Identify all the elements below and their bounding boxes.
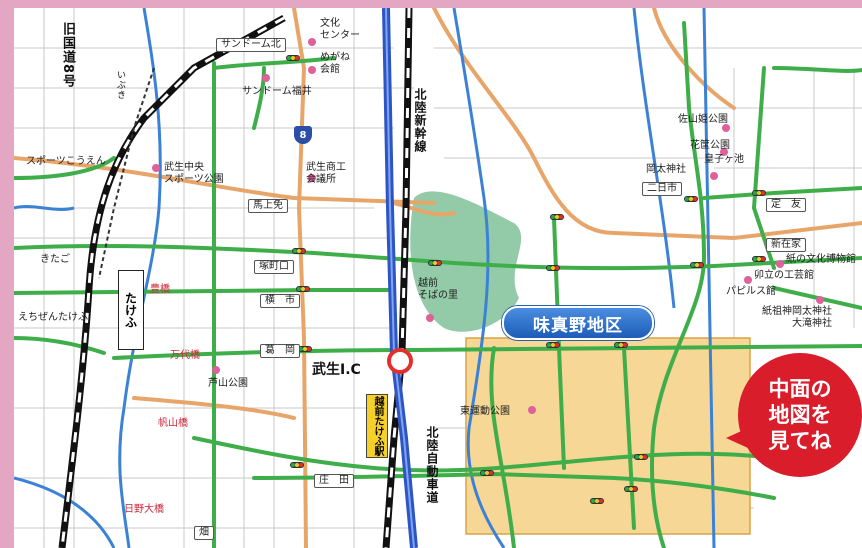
label-okamoto-jinja: 岡太神社 <box>646 164 686 175</box>
old-route8-label: 旧国道8号 <box>60 22 75 89</box>
label-kagami-park: 花筐公園 <box>690 140 730 151</box>
label-takefu-shoko: 武生商工 会議所 <box>306 162 346 185</box>
label-sobanosato: 越前 そばの里 <box>418 278 458 301</box>
local-line-label: いぶき <box>115 70 125 100</box>
label-sabahime-park: 佐山姫公園 <box>678 114 728 125</box>
label-sundome-kita: サンドーム北 <box>216 38 286 52</box>
signal <box>290 462 304 468</box>
signal <box>684 196 698 202</box>
label-echizen-takefu: えちぜんたけふ <box>18 312 88 323</box>
signal <box>546 342 560 348</box>
poi-dot <box>722 124 730 132</box>
poi-dot <box>152 164 160 172</box>
area-map: 8 旧国道8号 いぶき 北陸新幹線 北陸自動車道 サンドーム北 二日市 定 友 … <box>14 8 862 548</box>
label-higashi-undo: 東運動公園 <box>460 406 510 417</box>
signal <box>624 486 638 492</box>
label-shoda: 庄 田 <box>314 474 354 488</box>
label-kaminosato-jinja: 紙祖神岡太神社 大滝神社 <box>762 306 832 329</box>
signal <box>286 55 300 61</box>
label-yokoichi: 横 市 <box>260 294 300 308</box>
poi-dot <box>308 174 316 182</box>
label-teitomo: 定 友 <box>766 198 806 212</box>
ic-label: 武生I.C <box>312 362 361 378</box>
poi-dot <box>528 406 536 414</box>
poi-dot <box>816 296 824 304</box>
echizen-takefu-station-label: 越前たけふ駅 <box>366 394 388 458</box>
poi-dot <box>710 172 718 180</box>
poi-dot <box>212 366 220 374</box>
signal <box>292 248 306 254</box>
ajimano-district-area <box>465 337 751 535</box>
expressway-label: 北陸自動車道 <box>425 426 439 504</box>
label-udatsu-kogeikan: 卯立の工芸館 <box>754 270 814 281</box>
label-tsukamachiguchi: 塚町口 <box>254 260 294 274</box>
poi-dot <box>776 260 784 268</box>
label-hinoohashi: 日野大橋 <box>124 504 164 515</box>
label-paper-museum: 紙の文化博物館 <box>786 254 856 265</box>
map-roads <box>14 8 862 548</box>
signal <box>296 286 310 292</box>
park-area <box>410 191 522 332</box>
poi-dot <box>308 66 316 74</box>
signal <box>298 346 312 352</box>
label-toyobashi: 豊橋 <box>150 284 170 295</box>
takefu-station-label: たけふ <box>118 270 144 350</box>
label-hosoyamabashi: 帆山橋 <box>158 418 188 429</box>
ic-marker <box>387 348 413 374</box>
poi-dot <box>720 148 728 156</box>
callout-line: 地図を <box>768 403 832 427</box>
signal <box>614 342 628 348</box>
label-kitago: きたご <box>40 254 70 265</box>
label-shinzaike: 新在家 <box>766 238 806 252</box>
signal <box>690 262 704 268</box>
callout-line: 見てね <box>768 429 832 453</box>
poi-dot <box>426 314 434 322</box>
label-meganekaikan: めがね 会館 <box>320 52 350 75</box>
orange-roads <box>14 8 862 548</box>
route-8-shield: 8 <box>294 126 312 144</box>
signal <box>752 190 766 196</box>
label-mandaibashi: 万代橋 <box>170 350 200 361</box>
label-papyrus: パピルス館 <box>726 286 776 297</box>
label-majouhen: 馬上免 <box>248 199 288 213</box>
label-sundome-fukui: サンドーム福井 <box>242 86 312 97</box>
shinkansen-label: 北陸新幹線 <box>413 88 427 153</box>
signal <box>550 214 564 220</box>
signal <box>590 498 604 504</box>
see-inner-map-callout: 中面の 地図を 見てね <box>738 353 862 477</box>
poi-dot <box>744 276 752 284</box>
label-sports-koen: スポーツこうえん <box>26 156 106 167</box>
poi-dot <box>308 38 316 46</box>
jr-railway-dash <box>60 16 285 548</box>
label-ashiyama-park: 芦山公園 <box>208 378 248 389</box>
signal <box>546 265 560 271</box>
label-bunka-center: 文化 センター <box>320 18 360 41</box>
label-hata: 畑 <box>194 526 214 540</box>
signal <box>752 256 766 262</box>
signal <box>634 454 648 460</box>
poi-dot <box>262 74 270 82</box>
local-line <box>98 67 155 279</box>
label-kounoike: 皇子ヶ池 <box>704 154 744 165</box>
callout-line: 中面の <box>768 377 832 401</box>
signal <box>480 470 494 476</box>
label-futsukaichi: 二日市 <box>642 182 682 196</box>
label-kuzuoka: 葛 岡 <box>260 344 300 358</box>
district-banner: 味真野地区 <box>502 306 654 340</box>
signal <box>428 260 442 266</box>
label-sports-park: 武生中央 スポーツ公園 <box>164 162 224 185</box>
